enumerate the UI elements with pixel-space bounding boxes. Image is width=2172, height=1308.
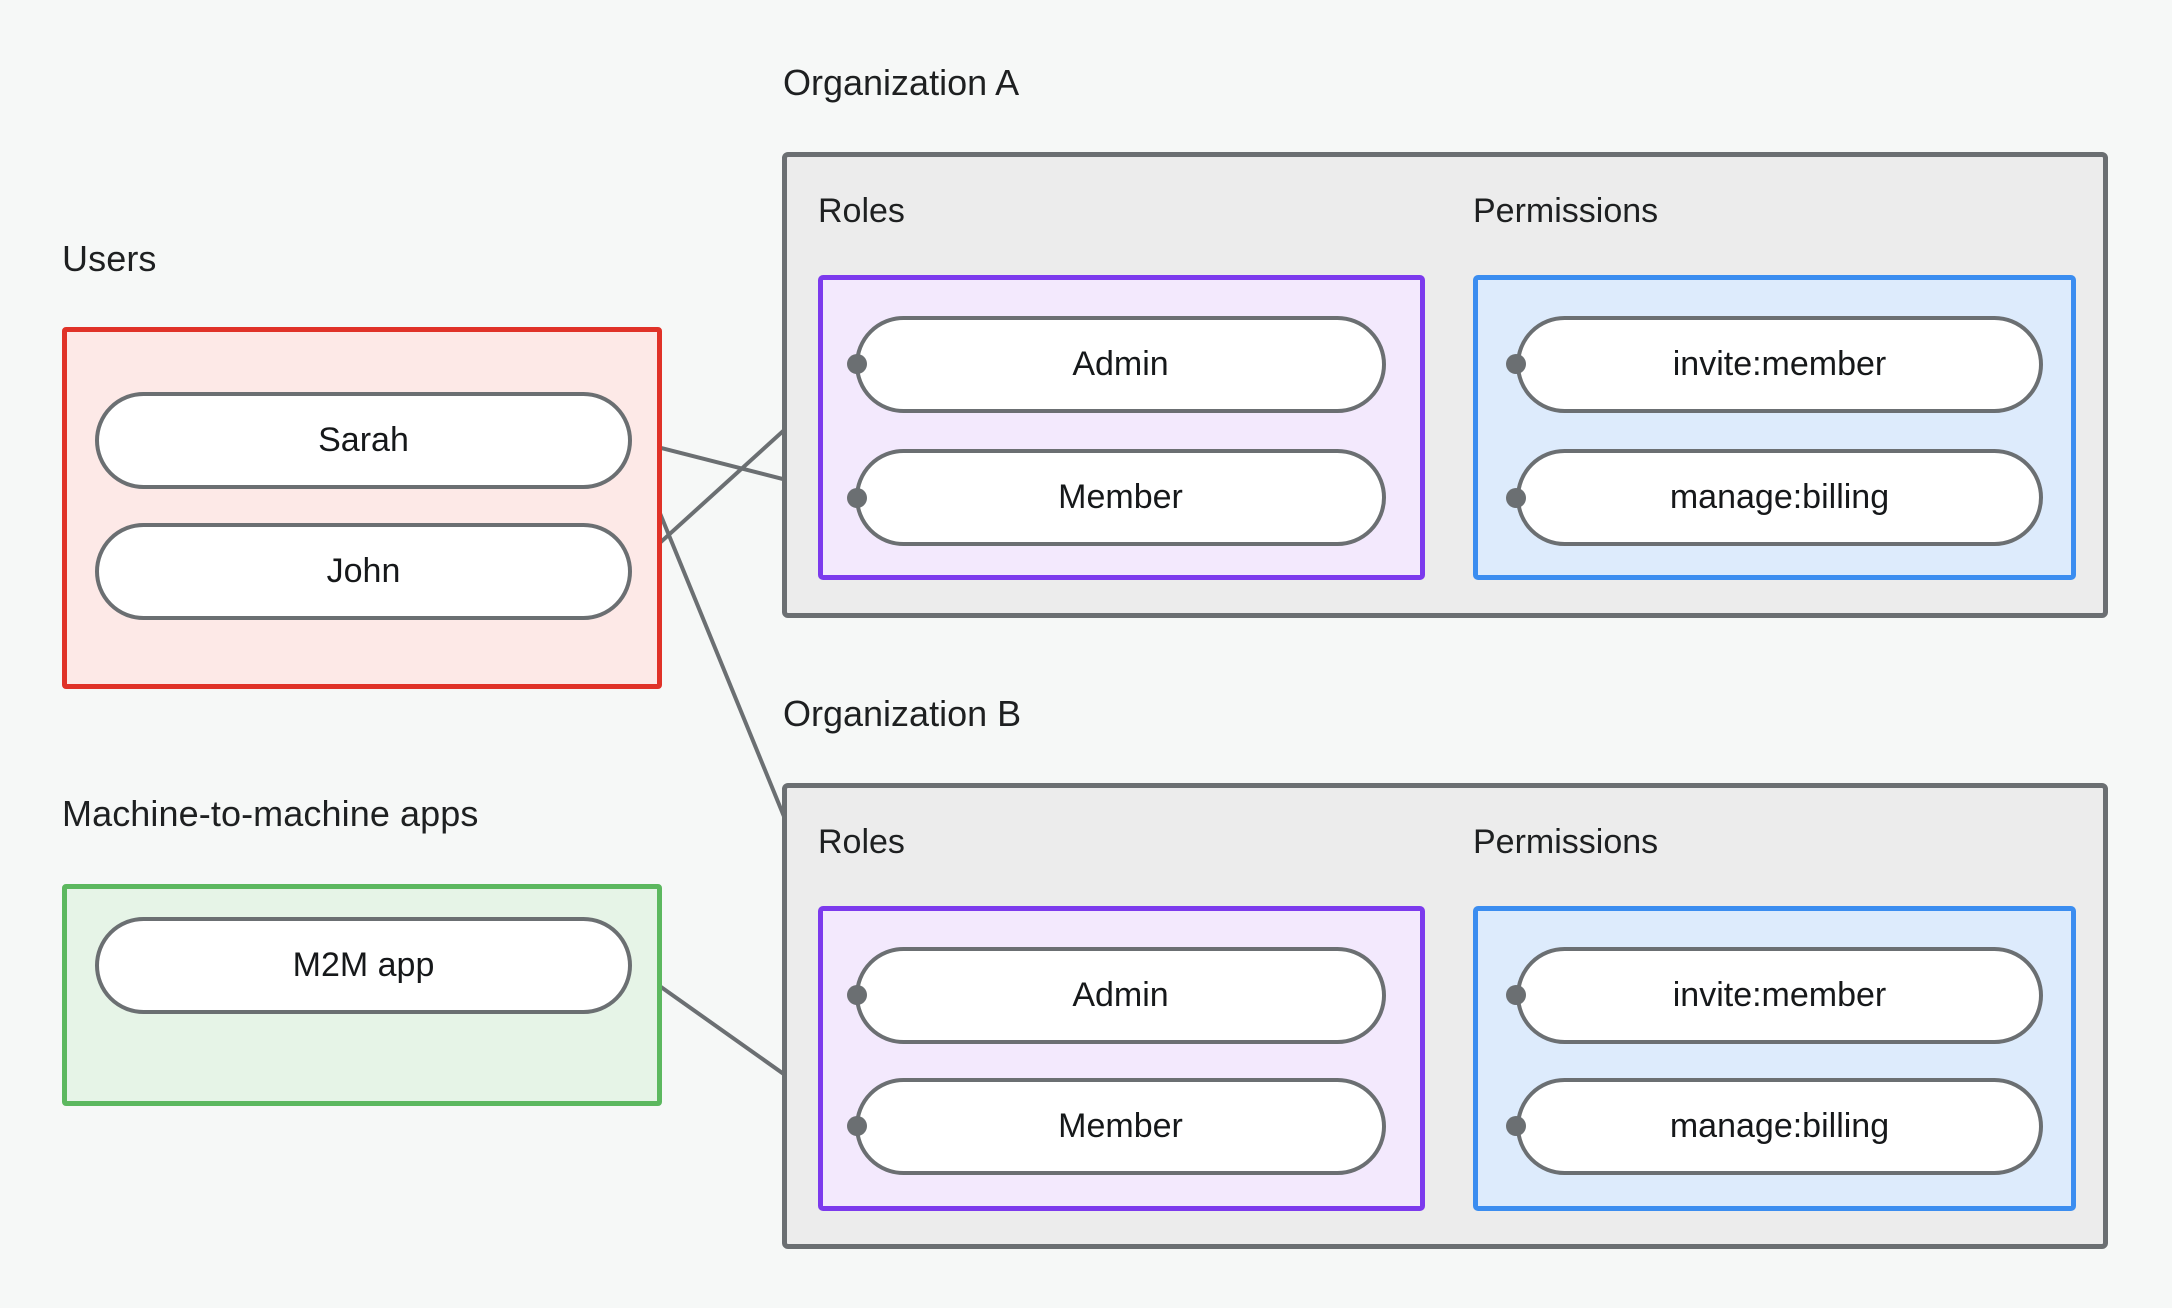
m2m-section-title: Machine-to-machine apps: [62, 793, 479, 834]
connector-dot-orga-billing-in: [1506, 488, 1526, 508]
organization-b-permission-manage-billing[interactable]: manage:billing: [1516, 1078, 2043, 1175]
connector-dot-orga-admin-in: [847, 354, 867, 374]
organization-b-roles-label: Roles: [818, 823, 905, 861]
organization-b-permissions-label: Permissions: [1473, 823, 1659, 861]
connector-dot-orgb-invite-in: [1506, 985, 1526, 1005]
organization-b-permission-invite-member[interactable]: invite:member: [1516, 947, 2043, 1044]
organization-a-role-admin[interactable]: Admin: [855, 316, 1386, 413]
organization-a-permission-manage-billing[interactable]: manage:billing: [1516, 449, 2043, 546]
user-node-sarah[interactable]: Sarah: [95, 392, 632, 489]
connector-dot-orga-invite-in: [1506, 354, 1526, 374]
users-group-box: [62, 327, 662, 689]
organization-b-role-admin[interactable]: Admin: [855, 947, 1386, 1044]
organization-b-role-member[interactable]: Member: [855, 1078, 1386, 1175]
organization-a-title: Organization A: [783, 62, 1020, 103]
organization-b-title: Organization B: [783, 693, 1022, 734]
connector-dot-orgb-admin-in: [847, 985, 867, 1005]
m2m-node-app[interactable]: M2M app: [95, 917, 632, 1014]
connector-dot-orga-member-in: [847, 488, 867, 508]
connector-dot-orgb-billing-in: [1506, 1116, 1526, 1136]
organization-a-permissions-label: Permissions: [1473, 192, 1659, 230]
user-node-john[interactable]: John: [95, 523, 632, 620]
users-section-title: Users: [62, 238, 157, 279]
organization-a-permission-invite-member[interactable]: invite:member: [1516, 316, 2043, 413]
organization-a-roles-label: Roles: [818, 192, 905, 230]
organization-a-role-member[interactable]: Member: [855, 449, 1386, 546]
connector-dot-orgb-member-in: [847, 1116, 867, 1136]
